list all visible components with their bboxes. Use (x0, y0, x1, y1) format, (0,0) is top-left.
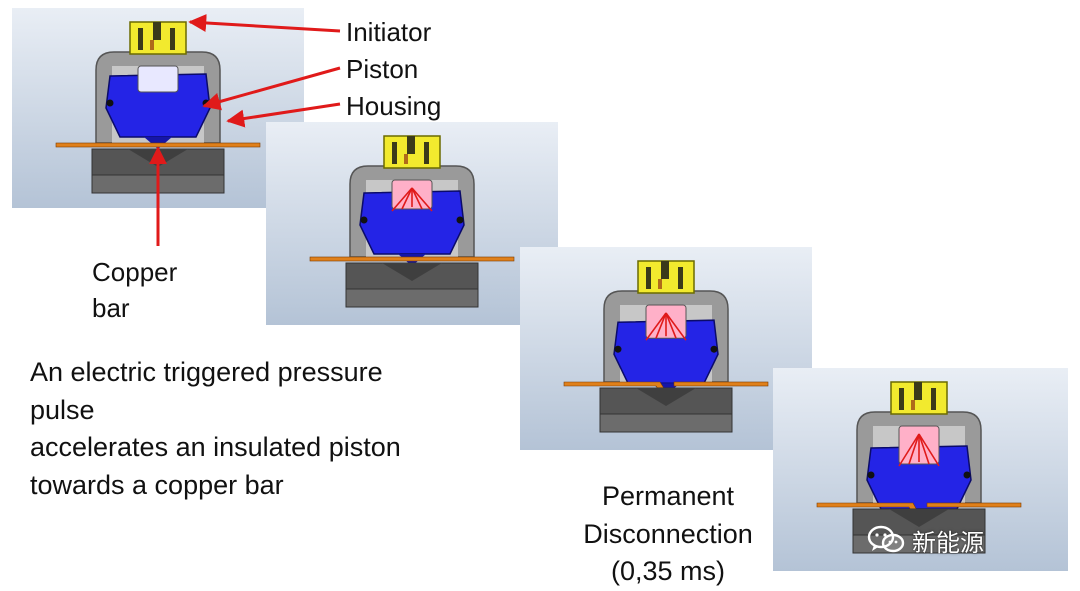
stage-1-device (55, 21, 261, 194)
initiator-slot (170, 28, 175, 50)
gas-ray (645, 312, 667, 341)
piston-seal (710, 345, 718, 353)
initiator-pin (911, 400, 915, 410)
piston-seal (963, 471, 971, 479)
piston-seal (456, 216, 464, 224)
piston-seal (202, 99, 210, 107)
initiator-slot (678, 267, 683, 289)
label-initiator: Initiator (346, 17, 432, 47)
gas-ray (401, 187, 413, 210)
label-piston: Piston (346, 54, 419, 84)
gas-ray (411, 187, 433, 212)
gas-ray (655, 312, 667, 339)
result-line3: (0,35 ms) (610, 556, 726, 586)
initiator-slot (899, 388, 904, 410)
initiator-pin (150, 40, 154, 50)
initiator-slot (407, 136, 415, 154)
wechat-icon (867, 525, 905, 553)
description-line1: An electric triggered pressure (30, 357, 383, 387)
base-notch (382, 263, 442, 281)
initiator-slot (931, 388, 936, 410)
watermark: 新能源 (866, 522, 984, 558)
description: An electric triggered pressure pulse acc… (30, 354, 401, 504)
base-lower (345, 288, 479, 308)
piston-seal (867, 471, 875, 479)
base-lower (91, 174, 225, 194)
device-drawing (309, 135, 515, 308)
initiator (890, 381, 948, 415)
pressure-chamber (645, 304, 687, 341)
gas-ray (908, 433, 920, 465)
copper-bar (55, 142, 261, 148)
gas-ray (391, 187, 413, 212)
device-drawing (55, 21, 261, 194)
gas-ray (665, 312, 677, 339)
initiator (129, 21, 187, 55)
result-line1: Permanent (601, 481, 735, 511)
copper-bar-right (673, 381, 769, 387)
base-lower (599, 413, 733, 433)
label-copper-bar: Copper bar (92, 254, 177, 326)
description-line3: accelerates an insulated piston (30, 432, 401, 462)
label-copper-line1: Copper (92, 257, 178, 287)
initiator-pin (404, 154, 408, 164)
piston-seal (360, 216, 368, 224)
stage-2-device (309, 135, 515, 308)
gas-ray (665, 312, 687, 341)
result-line2: Disconnection (583, 518, 753, 549)
device-drawing (563, 260, 769, 433)
stage-3-device (563, 260, 769, 433)
stage-3-panel (520, 247, 812, 450)
chamber-cavity (137, 65, 179, 93)
gas-ray (411, 187, 423, 210)
watermark-text: 新能源 (912, 529, 984, 557)
piston-body (359, 190, 465, 255)
piston (359, 190, 465, 266)
pressure-chamber (137, 65, 179, 93)
stage-1-panel (12, 8, 304, 208)
stage-2-panel (266, 122, 558, 325)
initiator-slot (646, 267, 651, 289)
gas-ray (918, 433, 940, 467)
gas-ray (918, 433, 930, 465)
initiator-slot (392, 142, 397, 164)
gas-ray (898, 433, 920, 467)
initiator-slot (914, 382, 922, 400)
initiator-slot (661, 261, 669, 279)
base-notch (889, 509, 949, 527)
description-line2: pulse (30, 394, 95, 425)
pressure-chamber (391, 179, 433, 212)
piston-seal (614, 345, 622, 353)
label-housing: Housing (346, 91, 442, 121)
label-copper-line2: bar (92, 293, 130, 323)
copper-bar-right (926, 502, 1022, 508)
base-notch (636, 388, 696, 406)
initiator (637, 260, 695, 294)
initiator-slot (424, 142, 429, 164)
copper-bar (309, 256, 515, 262)
piston-seal (106, 99, 114, 107)
result-caption: Permanent Disconnection (0,35 ms) (548, 478, 788, 591)
initiator (383, 135, 441, 169)
description-line4: towards a copper bar (30, 469, 284, 500)
initiator-pin (658, 279, 662, 289)
pressure-chamber (898, 425, 940, 467)
initiator-slot (153, 22, 161, 40)
initiator-slot (138, 28, 143, 50)
